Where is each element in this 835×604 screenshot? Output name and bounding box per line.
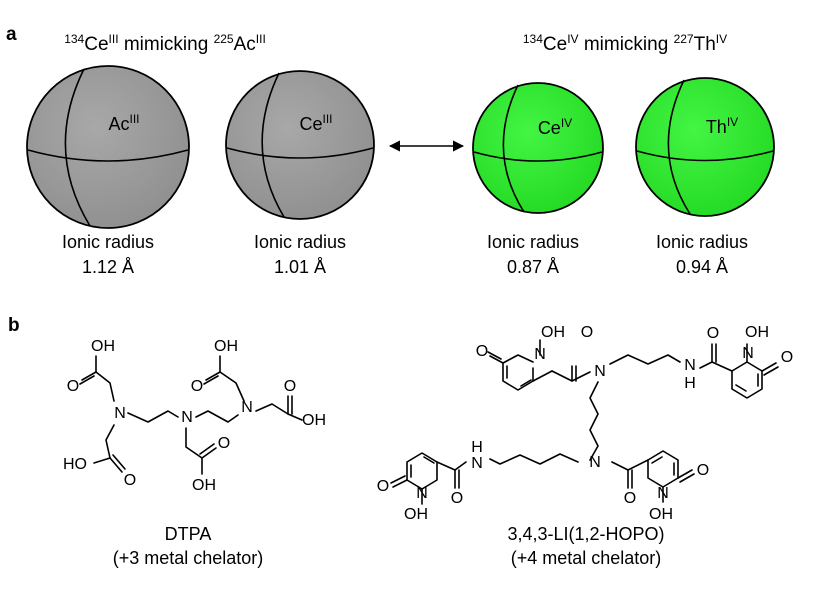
atom-label: O	[697, 462, 709, 479]
atom-label: OH	[404, 506, 428, 523]
radius-value: 0.87 Å	[507, 257, 559, 277]
atom-label: O	[191, 378, 203, 395]
atom-label: OH	[649, 506, 673, 523]
dtpa-structure: OH O N HO O N O OH OH O N O OH	[63, 338, 326, 494]
atom-label: H	[684, 375, 696, 392]
atom-label: OH	[192, 477, 216, 494]
radius-label: Ionic radius	[62, 232, 154, 252]
hopo-description: (+4 metal chelator)	[511, 548, 662, 568]
radius-label: Ionic radius	[254, 232, 346, 252]
atom-label: N	[181, 409, 193, 426]
atom-label: OH	[541, 324, 565, 341]
atom-label: N	[534, 346, 546, 363]
radius-value: 0.94 Å	[676, 257, 728, 277]
sphere-ce-iii: CeIII	[225, 70, 375, 220]
dtpa-description: (+3 metal chelator)	[113, 548, 264, 568]
atom-label: O	[624, 490, 636, 507]
atom-label: N	[114, 405, 126, 422]
atom-label: N	[471, 455, 483, 472]
atom-label: O	[781, 349, 793, 366]
sphere-label: ThIV	[706, 115, 738, 137]
atom-label: O	[476, 343, 488, 360]
atom-label: O	[451, 490, 463, 507]
atom-label: N	[657, 485, 669, 502]
atom-label: N	[684, 357, 696, 374]
hopo-structure: OH O O N N N H O OH N O H N N O N OH O O…	[377, 324, 793, 523]
sphere-label: AcIII	[108, 112, 139, 134]
header-right: 134CeIV mimicking 227ThIV	[523, 32, 727, 55]
atom-label: N	[594, 363, 606, 380]
panel-b-label: b	[8, 315, 20, 336]
atom-label: OH	[214, 338, 238, 355]
atom-label: O	[707, 325, 719, 342]
atom-label: O	[124, 472, 136, 489]
atom-label: O	[67, 378, 79, 395]
radius-value: 1.12 Å	[82, 257, 134, 277]
atom-label: H	[471, 439, 483, 456]
atom-label: N	[589, 454, 601, 471]
sphere-ac-iii: AcIII	[26, 65, 190, 229]
atom-label: N	[241, 399, 253, 416]
sphere-ce-iv: CeIV	[472, 82, 604, 214]
sphere-label: CeIII	[299, 112, 332, 134]
radius-label: Ionic radius	[487, 232, 579, 252]
atom-label: O	[218, 435, 230, 452]
atom-label: O	[284, 378, 296, 395]
header-left: 134CeIII mimicking 225AcIII	[64, 32, 266, 55]
atom-label: OH	[302, 412, 326, 429]
dtpa-name: DTPA	[165, 524, 212, 544]
atom-label: OH	[91, 338, 115, 355]
sphere-label: CeIV	[538, 116, 572, 138]
atom-label: O	[581, 324, 593, 341]
panel-a-label: a	[6, 24, 17, 45]
radius-value: 1.01 Å	[274, 257, 326, 277]
atom-label: N	[416, 485, 428, 502]
atom-label: O	[377, 478, 389, 495]
radius-label: Ionic radius	[656, 232, 748, 252]
hopo-name: 3,4,3-LI(1,2-HOPO)	[507, 524, 664, 544]
atom-label: HO	[63, 456, 87, 473]
sphere-th-iv: ThIV	[635, 77, 775, 217]
radius-labels: Ionic radius 1.12 Å Ionic radius 1.01 Å …	[62, 232, 748, 277]
atom-label: OH	[745, 324, 769, 341]
atom-label: N	[742, 345, 754, 362]
